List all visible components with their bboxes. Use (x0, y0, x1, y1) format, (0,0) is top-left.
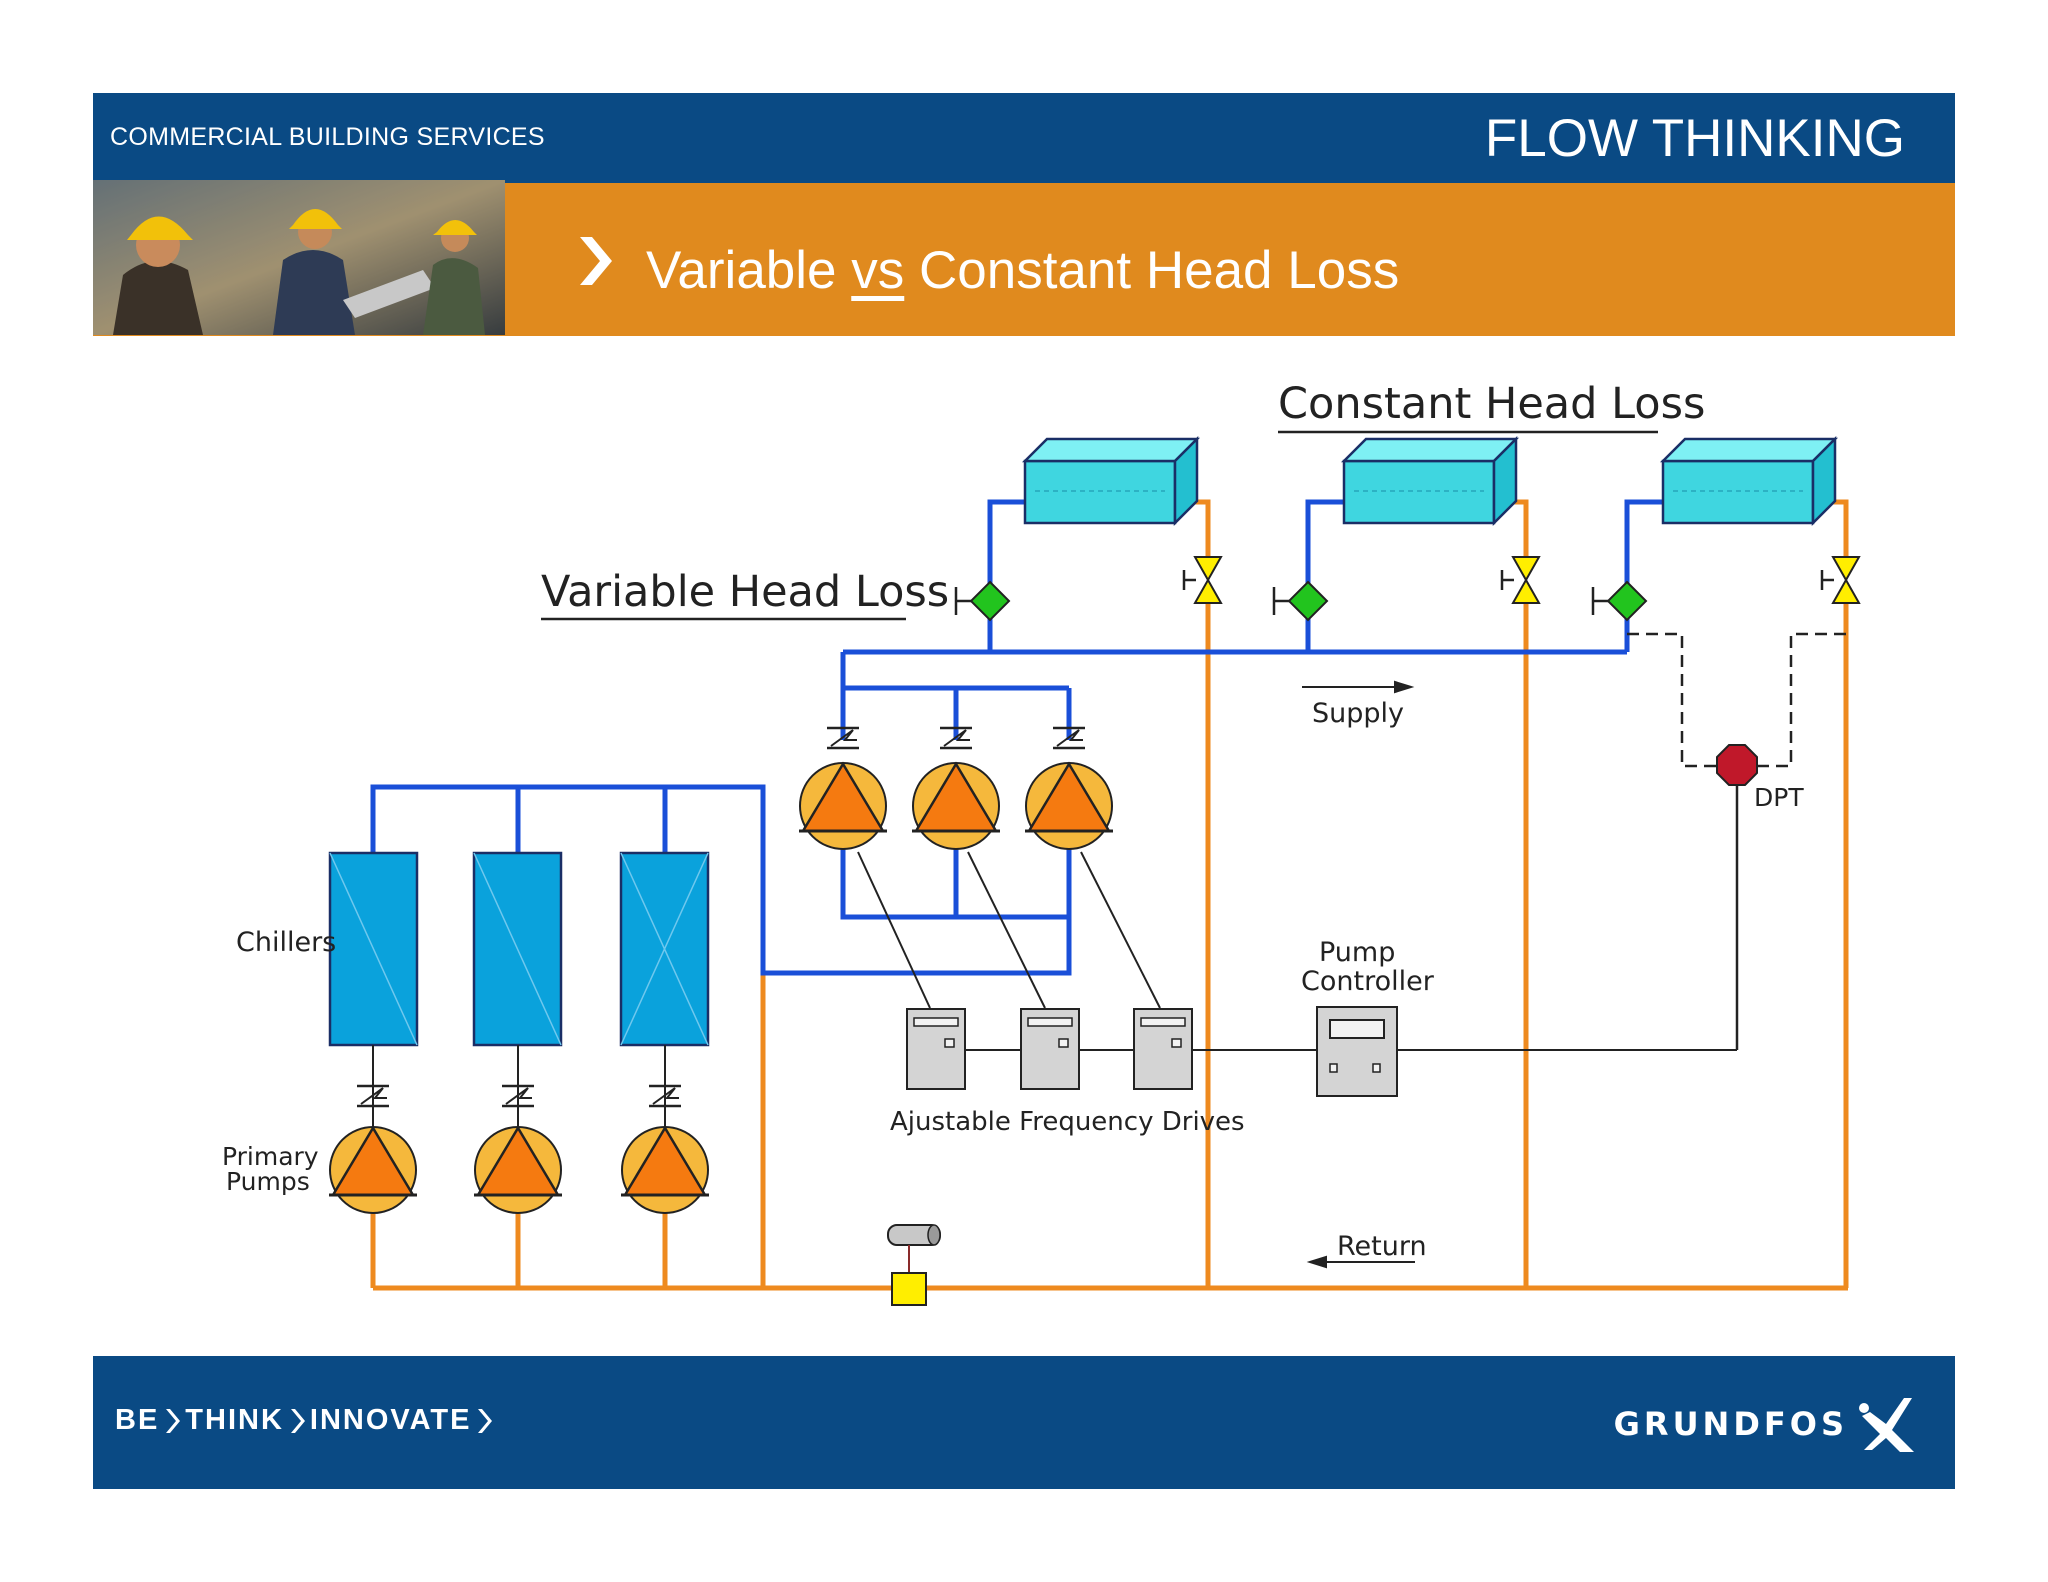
title-part-1: Variable (646, 241, 852, 300)
balancing-valve-2 (1272, 580, 1329, 622)
coil-unit-2 (1342, 437, 1518, 525)
control-valve-2 (1500, 555, 1541, 605)
dpt-sensor (1716, 744, 1758, 786)
brand-title: FLOW THINKING (1484, 109, 1905, 168)
primary-pump-3 (619, 1125, 711, 1215)
dpt-sensing-lines (1627, 632, 1846, 768)
section-label: COMMERCIAL BUILDING SERVICES (110, 123, 545, 151)
secondary-pump-3 (1023, 761, 1115, 851)
primary-pump-2 (472, 1125, 564, 1215)
supply-label: Supply (1312, 698, 1404, 729)
primary-pump-1 (327, 1125, 419, 1215)
return-label: Return (1337, 1231, 1427, 1262)
chevron-right-icon (166, 1408, 181, 1433)
header-bar: COMMERCIAL BUILDING SERVICES FLOW THINKI… (93, 93, 1955, 183)
secondary-pump-2 (910, 761, 1002, 851)
brand-wordmark: GRUNDFOS (1613, 1405, 1848, 1443)
secondary-pump-1 (797, 761, 889, 851)
footer-bar: BE THINK INNOVATE GRUNDFOS (93, 1356, 1955, 1489)
afd-unit-2 (1020, 1008, 1080, 1090)
footer-tagline: BE THINK INNOVATE (115, 1404, 497, 1437)
return-arrow-icon (1306, 1255, 1327, 1269)
supply-piping (370, 499, 1663, 976)
afd-unit-3 (1133, 1008, 1193, 1090)
tagline-think: THINK (185, 1404, 284, 1436)
chillers-label: Chillers (236, 927, 336, 958)
control-valve-1 (1182, 555, 1223, 605)
drive-wiring (857, 851, 1737, 1051)
balancing-valve-1 (954, 580, 1011, 622)
variable-head-loss-label: Variable Head Loss (541, 567, 949, 617)
chevron-right-icon (478, 1408, 493, 1433)
expansion-tank (887, 1224, 941, 1306)
tagline-be: BE (115, 1404, 160, 1436)
title-part-2: Constant Head Loss (904, 241, 1400, 300)
title-part-vs: vs (851, 241, 905, 300)
grundfos-logo: GRUNDFOS (1614, 1394, 1920, 1454)
coil-unit-1 (1023, 437, 1199, 525)
slide-title: Variable vs Constant Head Loss (646, 240, 1399, 301)
grundfos-man-icon (1859, 1398, 1914, 1452)
primary-pumps-label-1: Primary (222, 1142, 319, 1171)
supply-arrow-icon (1394, 680, 1415, 694)
control-valve-3 (1820, 555, 1861, 605)
header-photo (93, 180, 505, 335)
pump-controller-label-2: Controller (1301, 966, 1435, 997)
chevron-right-icon (290, 1408, 305, 1433)
dpt-label: DPT (1754, 783, 1804, 812)
constant-head-loss-label: Constant Head Loss (1278, 379, 1705, 429)
afd-label: Ajustable Frequency Drives (890, 1107, 1245, 1137)
chiller-2 (472, 851, 563, 1047)
primary-pumps-label-2: Pumps (226, 1167, 310, 1196)
afd-unit-1 (906, 1008, 966, 1090)
chevron-right-icon (580, 237, 612, 285)
pump-controller-box (1316, 1006, 1398, 1097)
balancing-valve-3 (1591, 580, 1648, 622)
pump-controller-label-1: Pump (1319, 937, 1395, 968)
chiller-1 (328, 851, 419, 1047)
tagline-innovate: INNOVATE (309, 1404, 472, 1436)
chiller-3 (619, 851, 710, 1047)
coil-unit-3 (1661, 437, 1837, 525)
